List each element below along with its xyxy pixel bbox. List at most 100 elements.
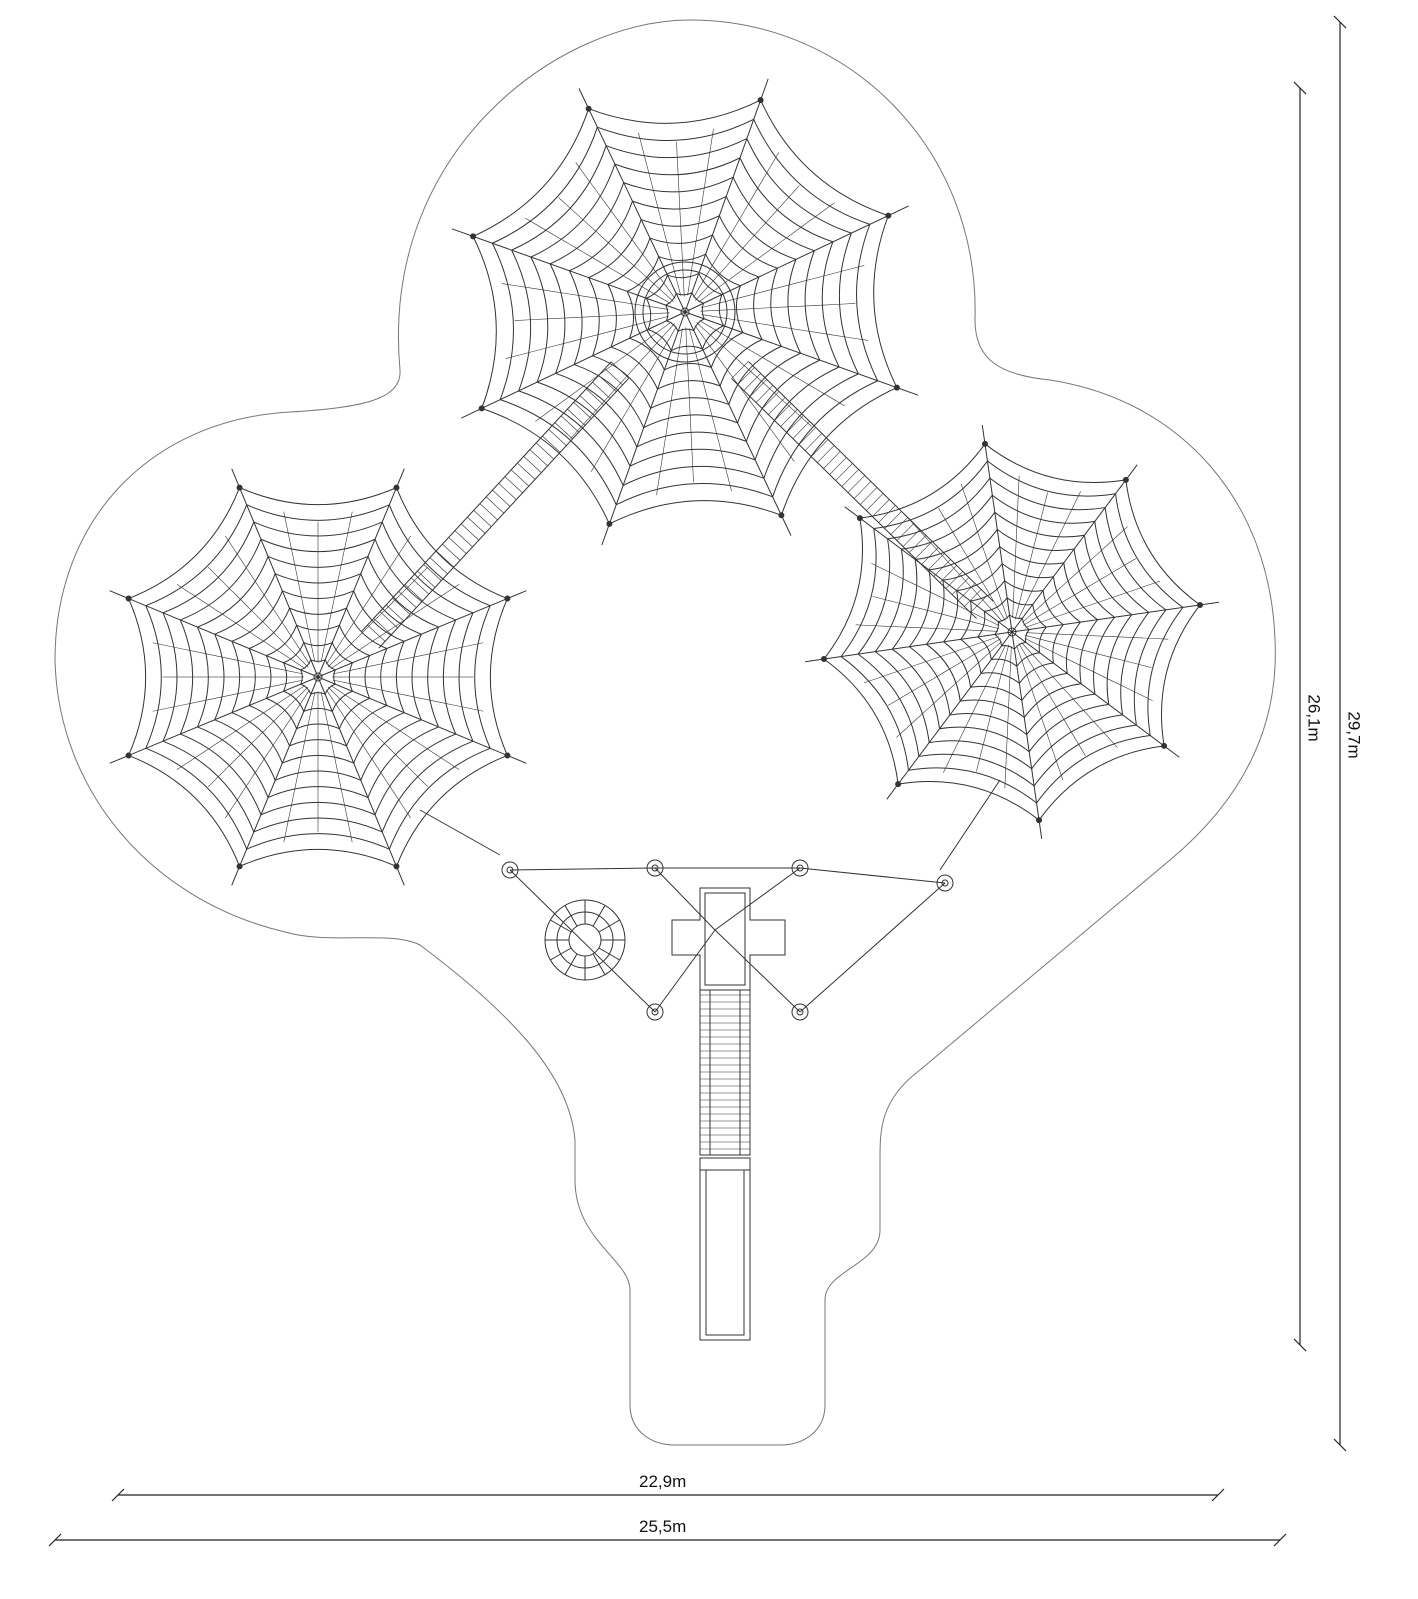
web-strand [974, 695, 982, 709]
web-strand [638, 132, 643, 150]
web-strand [292, 702, 302, 716]
web-strand [356, 643, 370, 652]
web-strand [207, 566, 219, 578]
web-strand [926, 627, 941, 630]
web-strand [661, 445, 665, 462]
web-strand [592, 315, 608, 317]
web-strand [757, 354, 773, 364]
web-strand [705, 277, 717, 290]
web-strand [561, 317, 577, 319]
web-strand [308, 706, 313, 723]
web-strand [1068, 591, 1080, 599]
web-strand [654, 312, 670, 314]
web-strand [988, 564, 994, 579]
web-strand [1139, 694, 1153, 701]
web-strand [985, 720, 990, 734]
web-strand [292, 638, 302, 652]
web-strand [1018, 475, 1020, 490]
web-strand [904, 664, 918, 670]
web-strand [938, 689, 950, 700]
web-strand [334, 702, 344, 716]
web-strand [619, 324, 637, 330]
web-strand [207, 776, 219, 788]
web-strand [225, 535, 235, 549]
web-strand [342, 797, 347, 813]
inner-height-label: 26,1m [1304, 694, 1324, 742]
web-strand [851, 337, 869, 341]
web-strand [686, 342, 688, 359]
web-strand [339, 782, 344, 798]
web-strand [766, 242, 781, 253]
anchor-point [478, 405, 485, 412]
web-strand [327, 616, 331, 632]
web-strand [1015, 532, 1017, 547]
web-strand [387, 596, 399, 608]
web-strand [1031, 543, 1035, 557]
inner-width-label: 22,9m [639, 1472, 687, 1491]
web-strand [784, 447, 795, 462]
web-strand [397, 586, 409, 598]
web-strand [947, 600, 962, 608]
web-strand [401, 535, 411, 549]
web-strand [240, 718, 255, 728]
web-strand [287, 670, 304, 675]
rope-link [799, 867, 946, 884]
safety-zone-outline [54, 19, 1276, 1446]
anchor-point [125, 752, 132, 759]
web-strand [1119, 590, 1134, 596]
web-strand [757, 219, 769, 232]
web-strand [407, 609, 421, 619]
web-strand [197, 651, 213, 656]
web-strand [890, 668, 905, 674]
web-strand [438, 701, 454, 706]
web-strand [872, 596, 886, 600]
web-strand [722, 458, 728, 476]
web-strand [551, 291, 569, 295]
web-strand [393, 548, 403, 562]
web-strand [847, 265, 865, 270]
web-strand [407, 576, 419, 588]
web-strand [761, 166, 771, 182]
web-strand [376, 766, 386, 780]
web-strand [983, 551, 990, 565]
web-strand [943, 759, 950, 773]
web-strand [202, 744, 216, 754]
web-strand [767, 208, 779, 221]
web-strand [548, 401, 563, 412]
web-strand [642, 148, 648, 166]
web-strand [971, 640, 986, 647]
web-strand [1098, 726, 1109, 738]
web-strand [233, 792, 243, 806]
web-strand [714, 352, 725, 367]
web-strand [277, 706, 289, 718]
anchor-point [504, 752, 511, 759]
web-strand [343, 693, 357, 703]
web-strand [710, 128, 714, 146]
web-strand [576, 316, 593, 318]
web-strand [284, 625, 293, 639]
web-strand [697, 212, 701, 229]
web-strand [687, 373, 690, 390]
web-strand [595, 189, 606, 204]
web-strand [645, 257, 656, 272]
web-strand [701, 303, 718, 309]
web-strand [774, 434, 785, 449]
web-strand [855, 624, 870, 626]
rope-link [939, 779, 1001, 871]
web-strand [808, 304, 825, 307]
web-strand [922, 588, 936, 595]
web-strand [897, 602, 911, 607]
web-strand [1002, 605, 1008, 619]
web-strand [955, 734, 963, 748]
anchor-point [1036, 817, 1043, 824]
web-strand [299, 586, 303, 602]
web-center [680, 307, 690, 317]
web-strand [693, 282, 703, 298]
web-strand [973, 589, 984, 601]
web-strand [1004, 774, 1006, 789]
web-strand [643, 346, 655, 359]
web-strand [1040, 505, 1045, 518]
web-strand [568, 243, 584, 253]
web-strand [279, 651, 293, 661]
